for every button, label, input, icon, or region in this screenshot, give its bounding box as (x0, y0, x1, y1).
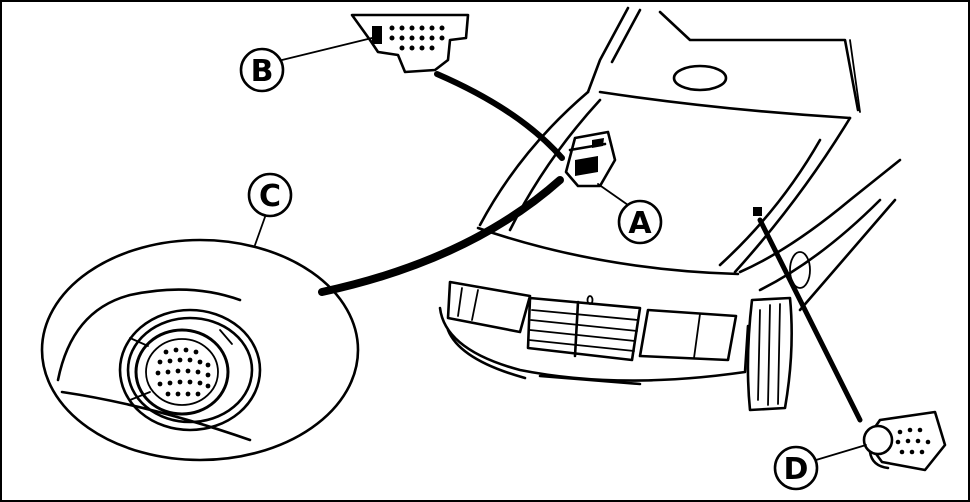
callout-c: C (247, 172, 293, 246)
callout-d: D (773, 444, 867, 491)
callout-a-label: A (628, 206, 652, 241)
leader-c-to-a (318, 176, 564, 296)
callout-b-label: B (251, 54, 274, 89)
leader-b-to-a (434, 71, 565, 161)
connector-d-drawing (862, 410, 947, 472)
callout-b: B (239, 37, 373, 93)
callout-c-label: C (259, 179, 281, 214)
connector-b-drawing (350, 13, 470, 74)
connector-a-drawing (564, 130, 617, 188)
leader-hood-to-d (757, 217, 863, 423)
callout-a: A (597, 183, 663, 245)
callout-d-label: D (784, 452, 809, 487)
car-illustration (438, 6, 902, 412)
detail-c-magnified-view (40, 238, 360, 462)
